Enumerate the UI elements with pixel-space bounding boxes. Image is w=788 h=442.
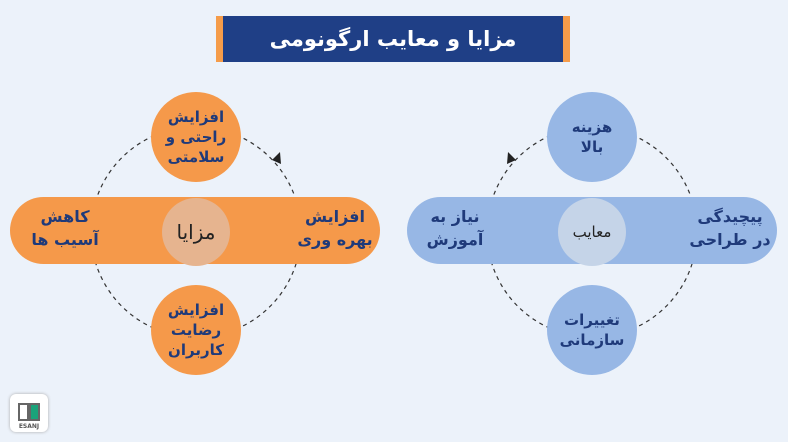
disadvantage-top: هزینه بالا <box>547 92 637 182</box>
disadvantages-center: معایب <box>558 198 626 266</box>
disadvantage-left: نیاز به آموزش <box>426 207 484 250</box>
disadvantage-right: پیچیدگی در طراحی <box>689 207 771 250</box>
page-title: مزایا و معایب ارگونومی <box>216 16 570 62</box>
advantage-top: افزایش راحتی و سلامتی <box>151 92 241 182</box>
advantages-center: مزایا <box>162 198 230 266</box>
advantage-right: افزایش بهره وری <box>297 207 373 250</box>
advantage-bottom: افزایش رضایت کاربران <box>151 285 241 375</box>
esanj-logo: ESANJ <box>10 394 48 432</box>
disadvantage-bottom: تغییرات سازمانی <box>547 285 637 375</box>
advantage-left: کاهش آسیب ها <box>31 207 99 250</box>
book-icon <box>18 403 40 421</box>
logo-text: ESANJ <box>18 423 40 430</box>
